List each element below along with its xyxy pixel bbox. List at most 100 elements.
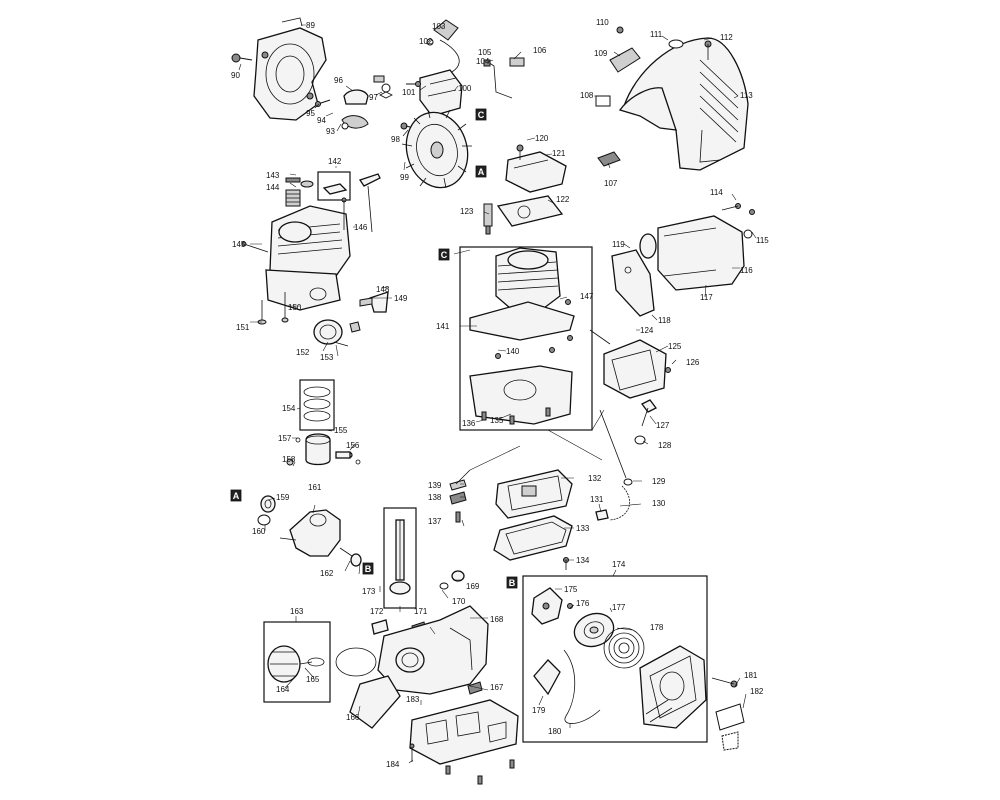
part-label-134: 134	[576, 556, 590, 565]
part-label-125: 125	[668, 342, 682, 351]
piston-rings	[299, 379, 335, 431]
part-label-120: 120	[535, 134, 549, 143]
part-label-117: 117	[700, 293, 713, 302]
part-label-118: 118	[658, 316, 671, 325]
part-label-113: 113	[740, 91, 753, 100]
part-label-96: 96	[334, 76, 343, 85]
fuel-cap	[267, 645, 325, 683]
reference-marker-a-left: A	[230, 489, 242, 502]
part-label-114: 114	[710, 188, 723, 197]
part-label-146: 146	[354, 223, 368, 232]
fuel-tank-168	[377, 605, 489, 695]
part-label-94: 94	[317, 116, 326, 125]
part-label-165: 165	[306, 675, 320, 684]
part-label-182: 182	[750, 687, 764, 696]
reference-marker-b-left: B	[362, 562, 374, 575]
part-label-97: 97	[369, 93, 378, 102]
part-label-172: 172	[370, 607, 384, 616]
part-label-98: 98	[391, 135, 400, 144]
muffler	[611, 203, 755, 317]
part-label-151: 151	[236, 323, 250, 332]
part-label-166: 166	[346, 713, 360, 722]
part-label-89: 89	[306, 21, 315, 30]
part-label-176: 176	[576, 599, 590, 608]
part-label-122: 122	[556, 195, 570, 204]
part-label-116: 116	[740, 266, 753, 275]
part-label-169: 169	[466, 582, 480, 591]
part-label-160: 160	[252, 527, 266, 536]
tank-133	[493, 515, 573, 561]
fuel-filter-stem	[389, 519, 411, 595]
part-label-128: 128	[658, 441, 672, 450]
part-label-109: 109	[594, 49, 608, 58]
part-label-108: 108	[580, 91, 594, 100]
tank-label-166	[335, 647, 401, 729]
part-label-137: 137	[428, 517, 442, 526]
part-label-153: 153	[320, 353, 334, 362]
part-label-124: 124	[640, 326, 654, 335]
part-label-93: 93	[326, 127, 335, 136]
part-label-123: 123	[460, 207, 474, 216]
part-label-144: 144	[266, 183, 280, 192]
part-label-162: 162	[320, 569, 334, 578]
starter-handle-rope	[533, 649, 601, 724]
svg-text:B: B	[509, 578, 516, 588]
reference-marker-a-top: A	[475, 165, 487, 178]
part-label-105: 105	[478, 48, 492, 57]
part-label-139: 139	[428, 481, 442, 490]
part-label-95: 95	[306, 109, 315, 118]
part-label-132: 132	[588, 474, 602, 483]
part-label-102: 102	[419, 37, 433, 46]
starter-screw-label	[711, 677, 745, 751]
engine-base-183	[409, 699, 519, 785]
part-label-143: 143	[266, 171, 280, 180]
center-cylinder	[469, 247, 575, 425]
part-label-179: 179	[532, 706, 546, 715]
part-label-170: 170	[452, 597, 466, 606]
part-label-106: 106	[533, 46, 547, 55]
part-label-148: 148	[376, 285, 390, 294]
part-label-180: 180	[548, 727, 562, 736]
part-label-129: 129	[652, 477, 666, 486]
crankcase-box	[459, 246, 593, 431]
part-label-183: 183	[406, 695, 420, 704]
svg-text:A: A	[233, 491, 240, 501]
part-label-159: 159	[276, 493, 290, 502]
part-label-184: 184	[386, 760, 400, 769]
part-label-161: 161	[308, 483, 322, 492]
part-label-111: 111	[650, 30, 663, 39]
part-label-141: 141	[436, 322, 450, 331]
crankshaft	[257, 495, 362, 567]
part-number-labels: 89 90 93 94 95 96 97 98 99 100 101 102 1…	[231, 18, 769, 769]
part-label-104: 104	[476, 57, 490, 66]
part-label-103: 103	[432, 22, 446, 31]
part-label-126: 126	[686, 358, 700, 367]
cylinder-left-assembly	[241, 171, 389, 347]
part-label-112: 112	[720, 33, 733, 42]
part-label-154: 154	[282, 404, 296, 413]
tank-lid-132	[495, 469, 573, 519]
svg-text:A: A	[478, 167, 485, 177]
gasket-122	[496, 195, 564, 227]
flywheel-housing	[231, 17, 327, 121]
part-label-149: 149	[394, 294, 408, 303]
spark-plug	[483, 203, 493, 235]
part-label-168: 168	[490, 615, 504, 624]
reference-marker-b-starter: B	[506, 576, 518, 589]
part-label-130: 130	[652, 499, 666, 508]
small-parts-137-139	[449, 469, 569, 570]
ignition-coil	[406, 19, 525, 117]
part-label-158: 158	[282, 455, 296, 464]
part-label-152: 152	[296, 348, 310, 357]
part-label-181: 181	[744, 671, 758, 680]
part-label-156: 156	[346, 441, 360, 450]
part-label-147: 147	[580, 292, 594, 301]
air-filter-base	[589, 329, 671, 445]
part-label-167: 167	[490, 683, 504, 692]
starter-pulley	[531, 587, 615, 648]
part-label-177: 177	[612, 603, 626, 612]
part-label-157: 157	[278, 434, 292, 443]
part-label-133: 133	[576, 524, 590, 533]
part-label-101: 101	[402, 88, 416, 97]
